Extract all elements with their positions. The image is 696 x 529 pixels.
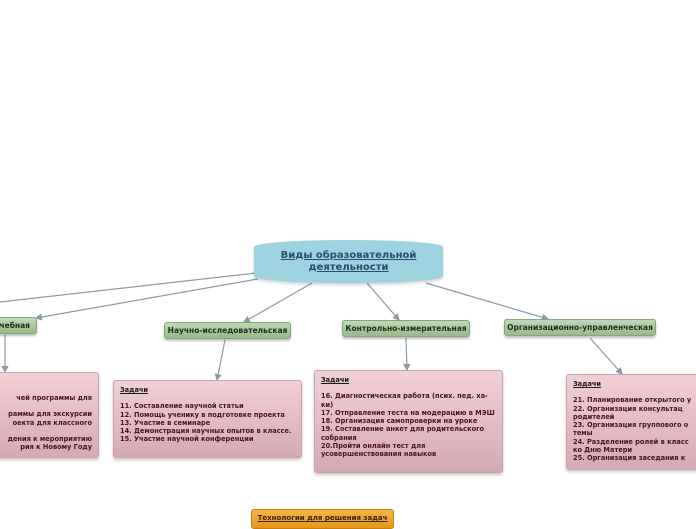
technologies-node[interactable]: Технологии для решения задач bbox=[251, 509, 394, 529]
leaf-title: Задачи bbox=[120, 386, 149, 394]
connector-b3-l3 bbox=[403, 337, 411, 372]
task-line: 21. Планирование открытого у bbox=[573, 396, 692, 405]
task-line: 18. Организация самопроверки на уроке bbox=[321, 417, 478, 426]
connector-central-b3 bbox=[366, 282, 400, 321]
task-line: ко Дню Матери bbox=[573, 446, 633, 455]
branch-research[interactable]: Научно-исследовательская bbox=[164, 322, 291, 339]
task-line: 12. Помощь ученику в подготовке проекта bbox=[120, 410, 285, 419]
connector-b4-l4 bbox=[589, 337, 623, 375]
connector-b2-l2 bbox=[214, 339, 226, 382]
task-line: рия к Новому Году bbox=[20, 443, 92, 452]
task-line: 13. Участие в семинаре bbox=[120, 418, 211, 427]
branch-control-measuring[interactable]: Контрольно-измерительная bbox=[342, 320, 470, 337]
task-line: 19. Составление анкет для родительского … bbox=[321, 425, 485, 442]
connector-central-b2 bbox=[242, 282, 313, 323]
leaf-title: Задачи bbox=[573, 380, 602, 388]
branch-label: Научно-исследовательская bbox=[167, 326, 288, 335]
task-line: темы bbox=[573, 429, 593, 438]
technologies-label: Технологии для решения задач bbox=[257, 514, 388, 522]
task-spacer bbox=[0, 402, 92, 410]
task-line: 15. Участие научной конференции bbox=[120, 435, 254, 444]
task-line: 25. Организация заседания к bbox=[573, 454, 686, 463]
branch-label: Организационно-управленческая bbox=[507, 323, 653, 332]
leaf-control-tasks[interactable]: Задачи 16. Диагностическая работа (псих.… bbox=[314, 370, 503, 473]
task-line: 20.Пройти онлайн тест для усовершенствов… bbox=[321, 442, 437, 459]
task-line: родителей bbox=[573, 412, 615, 421]
connector-central-extra bbox=[0, 272, 257, 303]
connector-central-b4 bbox=[425, 282, 550, 321]
task-spacer bbox=[0, 427, 92, 435]
task-line: 17. Отправление теста на модерацию в МЭШ bbox=[321, 408, 495, 417]
leaf-organizational-tasks[interactable]: Задачи 21. Планирование открытого у 22. … bbox=[566, 374, 696, 470]
branch-organizational[interactable]: Организационно-управленческая bbox=[504, 319, 656, 336]
branch-educational[interactable]: Учебная bbox=[0, 317, 37, 334]
leaf-title: Задачи bbox=[321, 376, 350, 384]
task-line: дения к мероприятию bbox=[7, 434, 92, 443]
central-topic-title: Виды образовательной деятельности bbox=[280, 249, 417, 273]
task-line: 24. Разделение ролей в класс bbox=[573, 437, 689, 446]
task-line: раммы для экскурсии bbox=[8, 410, 92, 419]
task-line: 16. Диагностическая работа (псих. пед. х… bbox=[321, 392, 488, 409]
task-line: 22. Организация консультац bbox=[573, 404, 683, 413]
connector-central-b1 bbox=[34, 278, 259, 321]
leaf-educational-tasks[interactable]: чей программы для раммы для экскурсии ое… bbox=[0, 372, 99, 458]
task-line: 23. Организация группового о bbox=[573, 421, 689, 430]
task-line: оекта для классного bbox=[12, 418, 92, 427]
leaf-research-tasks[interactable]: Задачи 11. Составление научной статьи 12… bbox=[113, 380, 302, 458]
branch-label: Учебная bbox=[0, 321, 30, 330]
task-line: чей программы для bbox=[16, 394, 92, 402]
task-line: 14. Демонстрация научных опытов в классе… bbox=[120, 427, 292, 436]
branch-label: Контрольно-измерительная bbox=[345, 324, 467, 333]
central-topic[interactable]: Виды образовательной деятельности bbox=[254, 240, 443, 283]
task-line: 11. Составление научной статьи bbox=[120, 402, 244, 411]
